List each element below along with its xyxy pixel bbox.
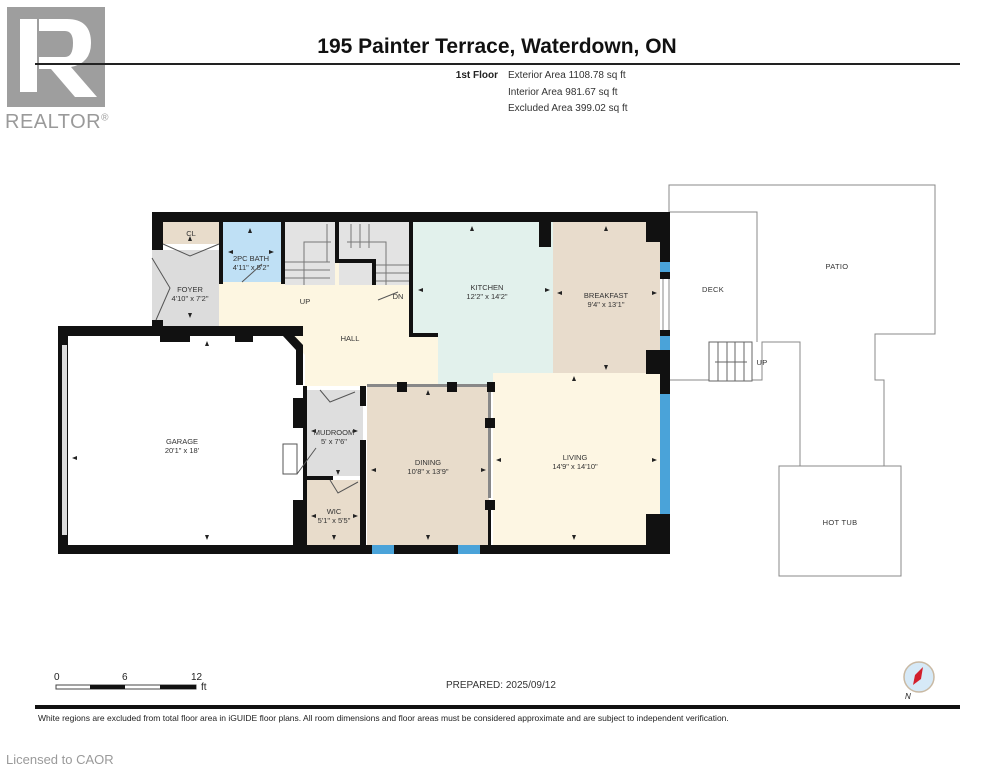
room-cl: CL — [186, 229, 196, 238]
scale-bar — [55, 684, 197, 690]
kitchen-stub-wall — [409, 333, 438, 337]
top-wall — [152, 212, 670, 222]
disclaimer: White regions are excluded from total fl… — [38, 713, 729, 723]
compass-label: N — [905, 692, 911, 701]
hot-tub-outline — [778, 465, 902, 577]
stair-treads — [285, 224, 409, 285]
stair-landing-wall — [335, 259, 375, 263]
page-title: 195 Painter Terrace, Waterdown, ON — [317, 35, 677, 58]
outdoor-hot-tub: HOT TUB — [822, 518, 858, 527]
realtor-wordmark: REALTOR® — [5, 111, 109, 133]
deck-outline — [669, 211, 758, 342]
bath-left-wall — [219, 222, 223, 284]
foyer-fill — [152, 250, 219, 334]
foyer-left-wall — [152, 212, 163, 250]
cl-fill — [163, 222, 219, 244]
dining-column — [485, 418, 495, 428]
footer-divider — [35, 705, 960, 709]
dining-window — [458, 545, 480, 554]
breakfast-fill — [553, 222, 660, 373]
interior-area: Interior Area 981.67 sq ft — [508, 87, 618, 98]
dining-column — [485, 500, 495, 510]
prepared-date: PREPARED: 2025/09/12 — [446, 680, 556, 691]
floor-label: 1st Floor — [455, 70, 498, 81]
stairs-dn-label: DN — [392, 292, 404, 301]
mudroom-fill — [305, 390, 363, 476]
deck-stairs — [708, 341, 753, 382]
dining-column — [397, 382, 407, 392]
stair-landing-wall-2 — [372, 259, 376, 285]
breakfast-corner — [646, 212, 670, 242]
dining-fill — [367, 386, 489, 545]
realtor-r-icon — [20, 19, 97, 97]
dining-column — [447, 382, 457, 392]
deck-stairs-label: UP — [756, 358, 768, 367]
licensed-to: Licensed to CAOR — [6, 752, 114, 767]
patio-outline — [668, 184, 936, 467]
dining-window — [372, 545, 394, 554]
realtor-logo — [7, 7, 105, 107]
garage-door — [62, 345, 67, 535]
garage-angled-wall — [283, 326, 303, 385]
kitchen-left-wall — [409, 222, 413, 336]
garage-top-wall — [58, 326, 303, 336]
stairs-up-label: UP — [299, 297, 311, 306]
walls — [58, 212, 670, 554]
doors — [151, 243, 664, 494]
stair-divider — [335, 222, 339, 262]
garage-fill — [67, 340, 300, 545]
kitchen-fill — [412, 222, 553, 386]
exterior-area: Exterior Area 1108.78 sq ft — [508, 70, 626, 81]
window — [660, 336, 670, 350]
room-fills — [67, 222, 660, 545]
kitchen-column — [539, 222, 551, 247]
scale-tick-0: 0 — [54, 672, 60, 683]
compass-icon — [903, 661, 935, 693]
living-fill — [493, 373, 660, 545]
living-window — [660, 394, 670, 514]
bottom-wall — [58, 545, 670, 554]
title-divider — [35, 63, 960, 65]
room-hall: HALL — [340, 334, 360, 343]
dimension-arrows — [72, 226, 657, 540]
excluded-area: Excluded Area 399.02 sq ft — [508, 103, 628, 114]
wic-fill — [305, 480, 363, 545]
outdoor-patio: PATIO — [825, 262, 849, 271]
scale-tick-6: 6 — [122, 672, 128, 683]
outdoor-areas — [668, 184, 936, 577]
garage-right-wall — [293, 398, 303, 428]
bath-right-wall — [281, 222, 285, 284]
window — [660, 262, 670, 272]
outdoor-deck: DECK — [701, 285, 725, 294]
scale-unit: ft — [201, 682, 207, 693]
scale-tick-12: 12 — [191, 672, 203, 683]
